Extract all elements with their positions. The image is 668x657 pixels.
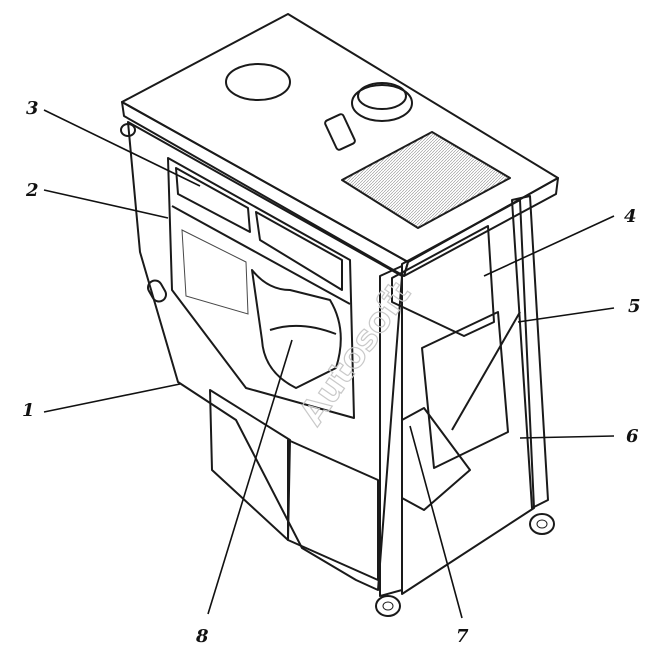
ventilator-dome	[351, 82, 413, 122]
leader-7	[409, 425, 463, 619]
leader-1	[43, 383, 181, 413]
callouts: 1 2 3 4 5 6 7 8	[22, 98, 641, 647]
roof	[121, 13, 559, 277]
watermark: Autosoft	[292, 275, 419, 433]
roof-light	[324, 113, 356, 151]
leader-2	[43, 189, 169, 219]
right-post	[511, 195, 549, 509]
roof-grille	[341, 131, 511, 229]
floor	[401, 407, 471, 511]
rear-window-interior	[181, 229, 249, 315]
door-glass	[391, 225, 495, 337]
callout-1: 1	[22, 400, 35, 421]
roof-left-edge	[121, 101, 409, 277]
side-window-divider	[171, 205, 351, 305]
callout-3: 3	[26, 98, 39, 119]
leader-4	[483, 215, 615, 277]
leader-8	[207, 339, 293, 615]
callout-8: 8	[195, 626, 209, 647]
callout-5: 5	[628, 296, 641, 317]
side-window-upper-right	[255, 211, 343, 291]
side-window-upper	[175, 167, 251, 233]
leader-5	[517, 307, 615, 323]
callout-7: 7	[456, 626, 469, 647]
seat	[251, 269, 342, 389]
roof-hatch	[225, 63, 291, 101]
foot-rear	[120, 123, 136, 137]
callout-6: 6	[626, 426, 639, 447]
left-side-panel	[127, 121, 403, 591]
lower-box-front	[209, 389, 291, 541]
leader-lines	[43, 109, 615, 619]
wiper-arm	[451, 311, 521, 431]
side-vent-slot	[147, 279, 167, 303]
rear-wall	[421, 311, 509, 469]
lower-box	[287, 439, 379, 581]
leader-6	[519, 435, 615, 439]
left-body	[127, 121, 403, 591]
foot-right	[529, 513, 555, 535]
feet	[120, 123, 555, 617]
side-window	[167, 157, 355, 419]
side-window-frame	[167, 157, 355, 419]
callout-4: 4	[624, 206, 637, 227]
leader-3	[43, 109, 201, 187]
front-opening	[401, 199, 535, 595]
foot-left	[375, 595, 401, 617]
callout-2: 2	[25, 180, 39, 201]
front-frame	[379, 195, 549, 597]
